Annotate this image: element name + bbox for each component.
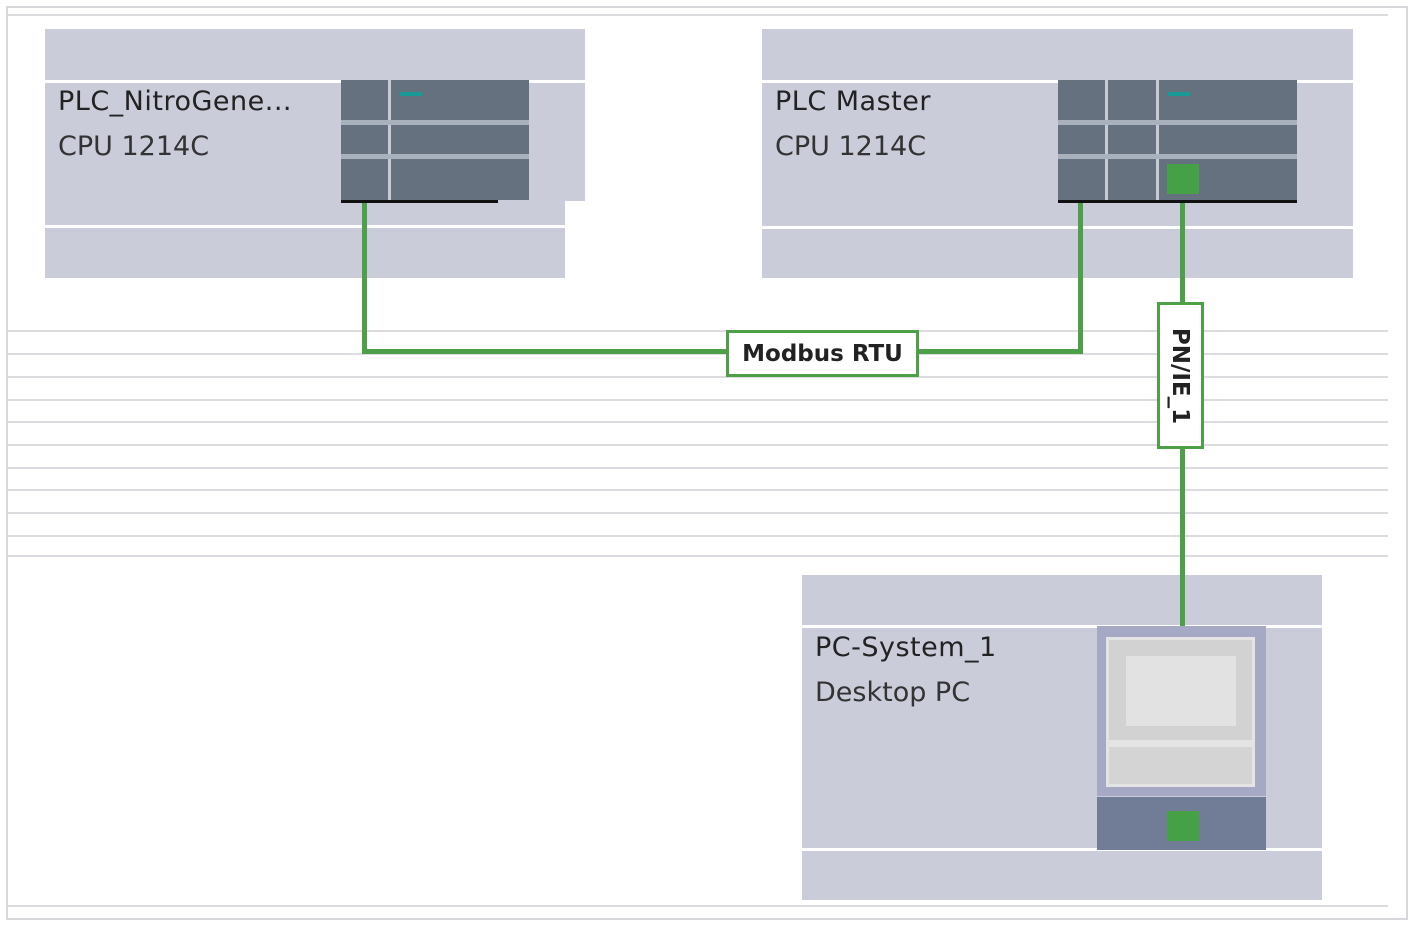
device-plc-nitrogen-lower[interactable] (45, 200, 565, 278)
grid-line (8, 905, 1388, 907)
modbus-wire[interactable] (1078, 203, 1083, 354)
device-type: CPU 1214C (775, 131, 927, 162)
grid-line (8, 555, 1388, 557)
grid-line (8, 330, 1388, 332)
network-view-canvas[interactable] (6, 6, 1408, 920)
grid-line (8, 14, 1388, 16)
device-name[interactable]: PLC Master (775, 86, 931, 117)
device-type: CPU 1214C (58, 131, 210, 162)
grid-line (8, 489, 1388, 491)
device-name[interactable]: PLC_NitroGene... (58, 86, 292, 117)
network-label-text: PN/IE_1 (1167, 327, 1194, 424)
grid-line (8, 399, 1388, 401)
grid-line (8, 353, 1388, 355)
device-name[interactable]: PC-System_1 (815, 632, 997, 663)
grid-line (8, 376, 1388, 378)
device-type: Desktop PC (815, 677, 971, 708)
ethernet-port-icon[interactable] (1167, 811, 1199, 841)
network-label-modbus[interactable]: Modbus RTU (726, 330, 919, 377)
cpu-module-icon (341, 80, 529, 203)
network-label-text: Modbus RTU (742, 340, 903, 367)
network-label-pnie[interactable]: PN/IE_1 (1157, 302, 1204, 449)
grid-line (8, 421, 1388, 423)
grid-line (8, 512, 1388, 514)
grid-line (8, 444, 1388, 446)
modbus-wire[interactable] (362, 203, 367, 354)
modbus-wire[interactable] (362, 349, 1082, 354)
grid-line (8, 535, 1388, 537)
grid-line (8, 467, 1388, 469)
pc-monitor-icon (1097, 626, 1266, 796)
profinet-port-icon[interactable] (1167, 164, 1199, 194)
